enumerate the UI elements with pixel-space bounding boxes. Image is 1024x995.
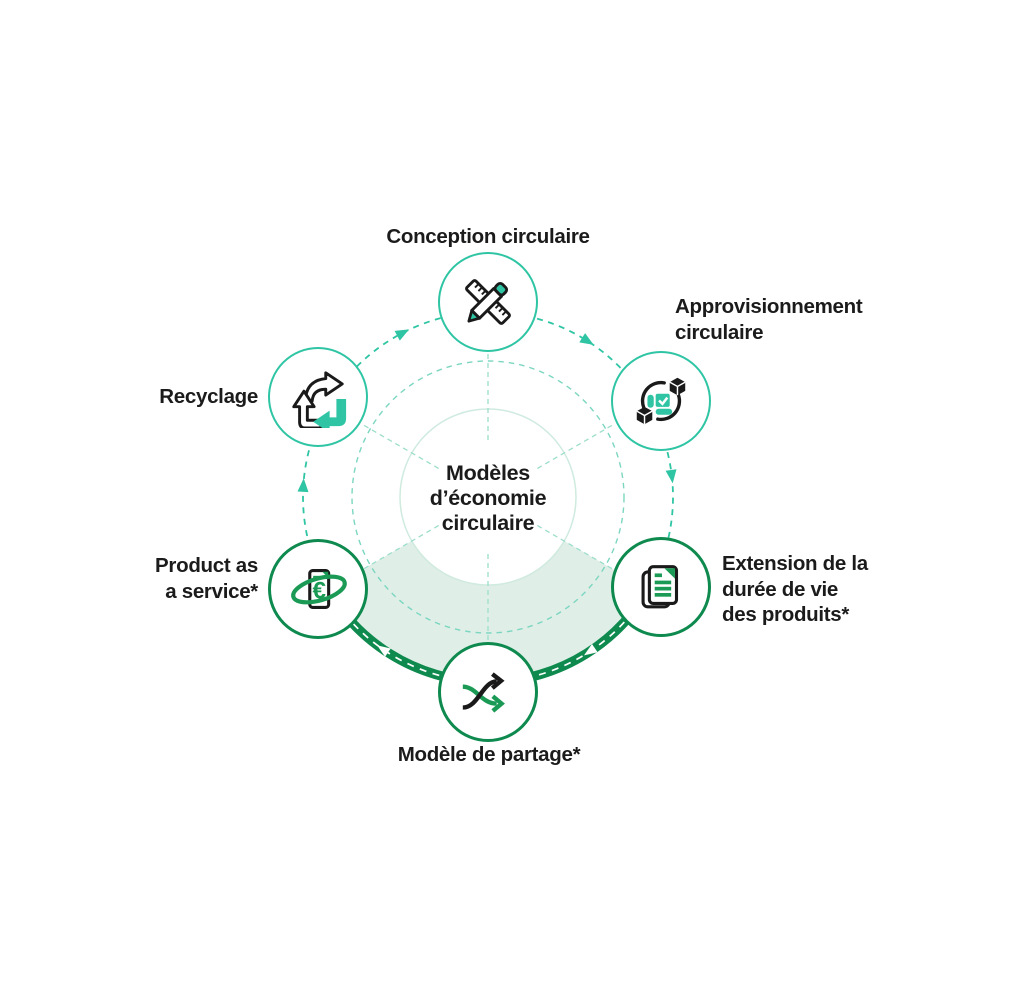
label-approvisionnement: Approvisionnement circulaire — [675, 295, 863, 344]
node-product: € — [268, 539, 368, 639]
node-partage — [438, 642, 538, 742]
crossing-arrows-icon — [462, 672, 505, 713]
loop-arrow-right-icon — [665, 469, 677, 484]
document-stack-icon — [641, 565, 679, 609]
recycle-icon — [292, 371, 347, 428]
supply-cycle-boxes-icon — [636, 377, 686, 425]
node-approvisionnement — [611, 351, 711, 451]
label-extension: Extension de la durée de vie des produit… — [722, 552, 868, 626]
diagram-center-title: Modèles d’économie circulaire — [429, 461, 547, 535]
flow-loop-dashed — [302, 311, 674, 590]
loop-arrow-left-icon — [297, 478, 309, 493]
loop-arrow-top-left-icon — [394, 329, 410, 341]
label-conception: Conception circulaire — [386, 225, 590, 248]
inner-dashed-ring — [351, 360, 625, 634]
label-recyclage: Recyclage — [159, 385, 258, 408]
flow-band-arrows — [377, 644, 598, 657]
node-extension — [611, 537, 711, 637]
flow-loop-arrows — [297, 329, 677, 493]
band-arrow-right-icon — [584, 644, 598, 656]
ruler-pencil-icon — [465, 279, 511, 325]
loop-arrow-top-right-icon — [579, 333, 594, 345]
node-conception — [438, 252, 538, 352]
node-recyclage — [268, 347, 368, 447]
label-product: Product as a service* — [155, 554, 258, 603]
band-arrow-left-icon — [377, 645, 391, 657]
spokes — [360, 350, 616, 644]
invoice-euro-orbit-icon: € — [291, 569, 347, 609]
label-partage: Modèle de partage* — [397, 743, 581, 766]
